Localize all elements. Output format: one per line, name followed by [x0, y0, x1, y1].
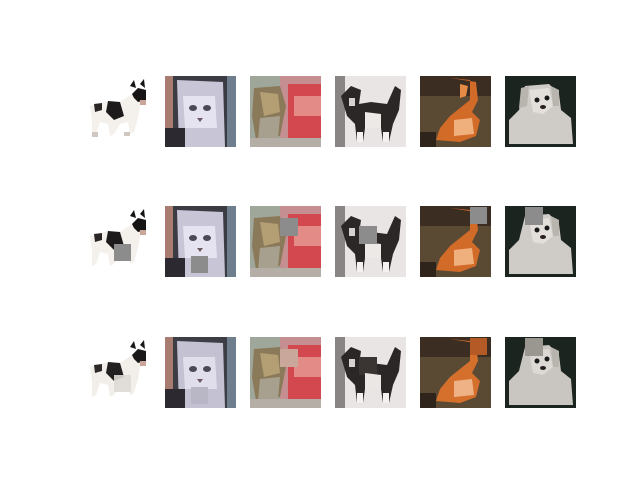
masked-image-5-cat-orange	[420, 206, 491, 277]
reconstructed-image-2-cat-gray	[165, 337, 236, 408]
masked-image-4-cat-black-white	[335, 206, 406, 277]
mask-patch	[359, 226, 377, 244]
reconstructed-image-5-cat-orange	[420, 337, 491, 408]
original-image-1-bulldog	[80, 76, 151, 147]
masked-image-3-cat-tabby	[250, 206, 321, 277]
masked-image-6-dog-white	[505, 206, 576, 277]
reconstructed-image-6-dog-white	[505, 337, 576, 408]
mask-patch	[470, 207, 487, 224]
masked-image-2-cat-gray	[165, 206, 236, 277]
masked-image-1-bulldog	[80, 206, 151, 277]
reconstructed-image-3-cat-tabby	[250, 337, 321, 408]
original-image-5-cat-orange	[420, 76, 491, 147]
reconstructed-image-4-cat-black-white	[335, 337, 406, 408]
reconstructed-image-1-bulldog	[80, 337, 151, 408]
original-image-3-cat-tabby	[250, 76, 321, 147]
mask-patch	[191, 256, 208, 273]
original-image-2-cat-gray	[165, 76, 236, 147]
original-image-4-cat-black-white	[335, 76, 406, 147]
mask-patch	[525, 207, 543, 225]
mask-patch	[114, 244, 131, 261]
original-image-6-dog-white	[505, 76, 576, 147]
mask-patch	[280, 218, 298, 236]
